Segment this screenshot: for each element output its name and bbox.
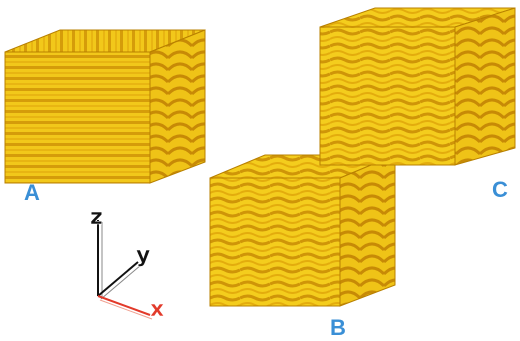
z-axis-label: z (90, 205, 103, 230)
y-axis-line (97, 261, 139, 297)
block-b-front (209, 177, 341, 307)
block-a-label: A (24, 180, 40, 205)
block-c-side (454, 7, 516, 166)
block-b-side (339, 154, 396, 307)
block-c-label: C (492, 177, 508, 202)
wood-block-c (319, 7, 516, 166)
block-a-side (149, 29, 206, 184)
axis-triad: z y x (90, 205, 165, 323)
wood-block-b (209, 154, 396, 307)
block-b-label: B (330, 315, 346, 340)
x-axis-line-shadow (99, 299, 153, 320)
y-axis-label: y (136, 243, 150, 268)
block-a-front (4, 51, 151, 184)
y-axis-line-shadow (100, 264, 142, 300)
wood-block-a (4, 29, 206, 184)
block-c-front (319, 26, 456, 166)
x-axis-label: x (150, 297, 164, 322)
x-axis-line (97, 295, 151, 316)
